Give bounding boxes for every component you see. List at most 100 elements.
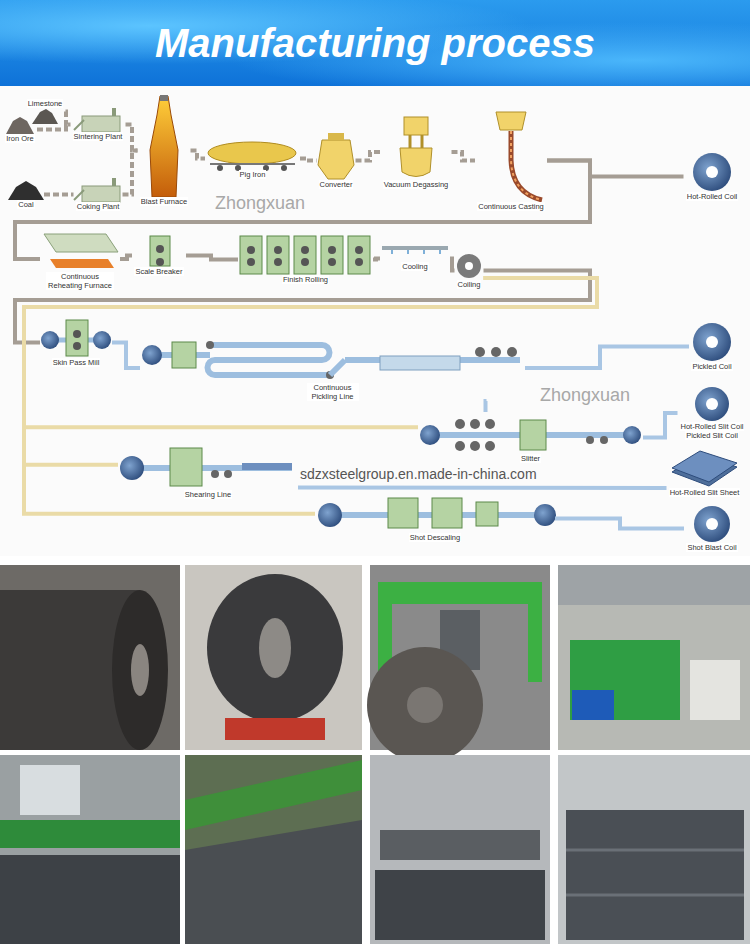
cooling-table bbox=[407, 250, 409, 254]
pickling-line bbox=[142, 345, 162, 365]
photo bbox=[0, 755, 180, 944]
flow-line bbox=[44, 193, 74, 197]
stage-label: Finish Rolling bbox=[282, 275, 329, 284]
photo bbox=[0, 855, 180, 944]
pickling-line bbox=[475, 347, 485, 357]
raw-material-pile bbox=[6, 117, 34, 134]
process-stage: Shot Descaling bbox=[315, 495, 555, 542]
photo bbox=[0, 565, 180, 750]
slitter-line bbox=[420, 425, 440, 445]
raw-material-pile bbox=[6, 109, 58, 200]
process-stage: Coal bbox=[8, 180, 44, 209]
photo bbox=[185, 820, 362, 944]
pickling-line bbox=[507, 347, 517, 357]
process-stage: Pickled Coil bbox=[689, 322, 735, 371]
raw-material-pile bbox=[32, 109, 58, 124]
rolling-stand bbox=[247, 258, 255, 266]
photo bbox=[558, 565, 750, 750]
slitter-line bbox=[586, 436, 594, 444]
slitter-line bbox=[455, 419, 465, 429]
photo bbox=[380, 830, 540, 860]
vacuum-degasser bbox=[400, 148, 432, 177]
shearing-line bbox=[224, 470, 232, 478]
pickling-line bbox=[172, 342, 196, 368]
slitter-line bbox=[623, 426, 641, 444]
photo bbox=[407, 687, 443, 723]
coiler bbox=[457, 254, 481, 278]
photo bbox=[566, 894, 744, 897]
shot-descaling-line bbox=[534, 504, 556, 526]
slit-sheet bbox=[672, 451, 737, 482]
photo bbox=[225, 718, 325, 740]
raw-material-pile bbox=[8, 181, 44, 200]
photo bbox=[259, 618, 291, 678]
stage-label: Converter bbox=[319, 180, 354, 189]
pig-iron-car bbox=[281, 165, 287, 171]
photo bbox=[566, 849, 744, 852]
stage-label: Vacuum Degassing bbox=[383, 180, 449, 189]
rolling-stand bbox=[267, 236, 289, 274]
converter bbox=[318, 133, 354, 179]
process-stage: Hot-Rolled Coil bbox=[684, 152, 741, 201]
process-stage: Converter bbox=[317, 132, 356, 189]
reheating-furnace bbox=[50, 259, 114, 268]
flow-line bbox=[298, 486, 667, 490]
watermark-url: sdzxsteelgroup.en.made-in-china.com bbox=[300, 467, 537, 482]
flow-line bbox=[452, 152, 476, 161]
photo bbox=[572, 690, 614, 720]
photo bbox=[131, 644, 149, 696]
rolling-stand bbox=[240, 236, 370, 274]
pickling-line bbox=[206, 341, 214, 349]
photo bbox=[375, 870, 545, 940]
photo bbox=[185, 760, 362, 830]
blast-furnace bbox=[150, 96, 178, 197]
pickling-line bbox=[491, 347, 501, 357]
pickling-line bbox=[380, 356, 460, 370]
rolling-stand bbox=[328, 246, 336, 254]
shot-descaling-line bbox=[476, 502, 498, 526]
shearing-line bbox=[242, 463, 292, 470]
coiler bbox=[457, 254, 481, 278]
stage-label: Pig Iron bbox=[239, 170, 267, 179]
flow-line bbox=[547, 161, 684, 177]
pickling-line bbox=[330, 360, 345, 375]
slitter-line bbox=[485, 441, 495, 451]
stage-label: Shot Descaling bbox=[409, 533, 461, 542]
photo bbox=[566, 810, 744, 940]
continuous-caster bbox=[496, 112, 526, 130]
process-stage: Coiling bbox=[455, 252, 484, 289]
continuous-caster bbox=[496, 112, 542, 200]
slitter-line bbox=[470, 441, 480, 451]
coil bbox=[706, 398, 718, 410]
photo bbox=[185, 565, 362, 750]
flow-line bbox=[373, 259, 380, 260]
shearing-line bbox=[120, 448, 292, 486]
scale-breaker bbox=[156, 245, 164, 253]
stage-label: Continuous Reheating Furnace bbox=[46, 272, 114, 290]
coiler bbox=[465, 262, 473, 270]
slitter-line bbox=[600, 436, 608, 444]
slitter-line bbox=[455, 441, 465, 451]
process-stage: Pig Iron bbox=[205, 138, 300, 179]
converter bbox=[318, 140, 354, 179]
photo bbox=[20, 765, 80, 815]
stage-label: Hot-Rolled Slit Sheet bbox=[669, 488, 741, 497]
diagram-ground bbox=[0, 86, 750, 556]
pickling-line bbox=[142, 341, 520, 379]
cooling-table bbox=[439, 250, 441, 254]
shearing-line bbox=[120, 456, 144, 480]
plant-building bbox=[82, 186, 120, 202]
coil bbox=[706, 336, 718, 348]
stage-label: Scale Breaker bbox=[134, 267, 183, 276]
rolling-stand bbox=[294, 236, 316, 274]
flow-line bbox=[37, 125, 71, 130]
flow-line bbox=[186, 256, 238, 260]
stage-label: Shearing Line bbox=[184, 490, 232, 499]
stage-label: Iron Ore bbox=[5, 134, 35, 143]
flow-line bbox=[24, 278, 597, 427]
photo bbox=[0, 820, 180, 848]
plant-building bbox=[74, 108, 120, 202]
stage-label: Slitter bbox=[520, 454, 541, 463]
flow-line bbox=[120, 256, 132, 260]
skin-pass-mill bbox=[73, 342, 81, 350]
